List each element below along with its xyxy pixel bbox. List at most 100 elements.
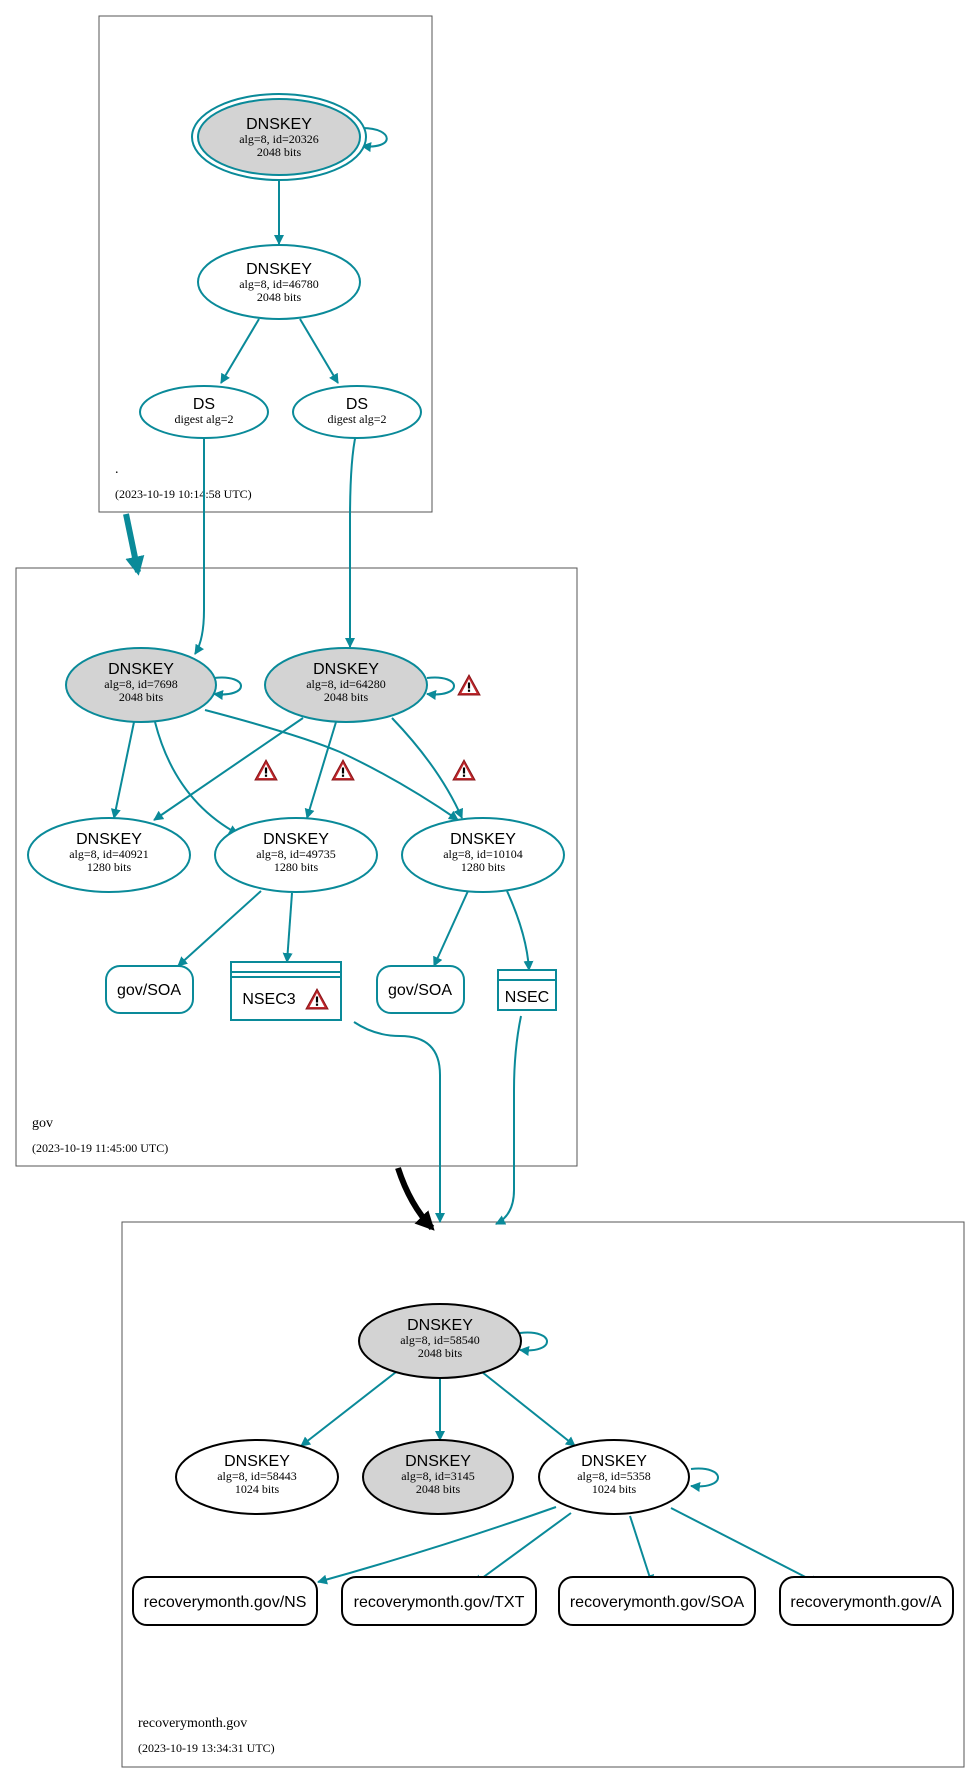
svg-text:alg=8, id=5358: alg=8, id=5358 — [577, 1469, 651, 1483]
node-root-ds-1[interactable]: DS digest alg=2 — [139, 385, 269, 439]
edge-root-ksk-self — [361, 127, 388, 153]
edge-ds1-gov-ksk1 — [194, 434, 205, 655]
svg-text:DNSKEY: DNSKEY — [313, 661, 379, 678]
svg-text:alg=8, id=49735: alg=8, id=49735 — [256, 847, 336, 861]
node-root-dnskey-20326[interactable]: DNSKEY alg=8, id=20326 2048 bits — [191, 93, 367, 181]
edge-nsec-recoverymonth — [495, 1015, 522, 1225]
warning-icon — [331, 759, 355, 781]
svg-text:alg=8, id=40921: alg=8, id=40921 — [69, 847, 149, 861]
svg-text:DNSKEY: DNSKEY — [246, 261, 312, 278]
svg-text:DNSKEY: DNSKEY — [450, 831, 516, 848]
edge-rm-k3-ns — [317, 1506, 557, 1585]
edge-ksk2-zsk2 — [304, 721, 337, 819]
edge-rm-ksk-k3 — [481, 1371, 576, 1447]
zone-root-time: (2023-10-19 10:14:58 UTC) — [115, 487, 252, 501]
warning-icon — [254, 759, 278, 781]
delegation-arrow-gov-recoverymonth — [395, 1167, 435, 1231]
node-rm-dnskey-58443[interactable]: DNSKEY alg=8, id=58443 1024 bits — [175, 1439, 339, 1515]
svg-text:alg=8, id=10104: alg=8, id=10104 — [443, 847, 523, 861]
edge-ksk1-zsk3 — [204, 709, 459, 821]
svg-text:2048 bits: 2048 bits — [257, 290, 302, 304]
svg-text:recoverymonth.gov/A: recoverymonth.gov/A — [790, 1594, 942, 1611]
edge-ksk2-zsk3 — [391, 717, 463, 819]
svg-text:DNSKEY: DNSKEY — [581, 1453, 647, 1470]
edge-nsec3-recoverymonth — [353, 1021, 445, 1223]
svg-text:1280 bits: 1280 bits — [87, 860, 132, 874]
svg-text:digest alg=2: digest alg=2 — [327, 412, 386, 426]
node-gov-nsec[interactable]: NSEC — [497, 969, 557, 1011]
svg-text:alg=8, id=64280: alg=8, id=64280 — [306, 677, 386, 691]
zone-gov-box — [15, 567, 578, 1167]
svg-text:DNSKEY: DNSKEY — [108, 661, 174, 678]
edge-rm-k3-txt — [473, 1512, 572, 1585]
edge-gov-ksk2-self — [426, 676, 455, 700]
svg-text:1024 bits: 1024 bits — [592, 1482, 637, 1496]
svg-text:DNSKEY: DNSKEY — [224, 1453, 290, 1470]
node-gov-dnskey-7698[interactable]: DNSKEY alg=8, id=7698 2048 bits — [65, 647, 217, 723]
svg-text:alg=8, id=7698: alg=8, id=7698 — [104, 677, 178, 691]
node-gov-dnskey-49735[interactable]: DNSKEY alg=8, id=49735 1280 bits — [214, 817, 378, 893]
edge-rm-ksk-self — [519, 1331, 548, 1356]
svg-text:recoverymonth.gov/TXT: recoverymonth.gov/TXT — [354, 1594, 525, 1611]
node-gov-nsec3[interactable]: NSEC3 — [230, 961, 342, 1021]
edge-zsk2-nsec3 — [282, 892, 293, 963]
svg-text:alg=8, id=58540: alg=8, id=58540 — [400, 1333, 480, 1347]
svg-text:DNSKEY: DNSKEY — [246, 116, 312, 133]
svg-text:DNSKEY: DNSKEY — [263, 831, 329, 848]
node-root-ds-2[interactable]: DS digest alg=2 — [292, 385, 422, 439]
warning-icon — [452, 759, 476, 781]
svg-text:alg=8, id=58443: alg=8, id=58443 — [217, 1469, 297, 1483]
node-gov-dnskey-64280[interactable]: DNSKEY alg=8, id=64280 2048 bits — [264, 647, 428, 723]
edge-rm-k3-soa — [629, 1515, 654, 1585]
edge-root-zsk-ds1 — [220, 318, 260, 384]
svg-text:alg=8, id=20326: alg=8, id=20326 — [239, 132, 319, 146]
node-gov-soa-1[interactable]: gov/SOA — [105, 965, 194, 1014]
svg-text:2048 bits: 2048 bits — [119, 690, 164, 704]
delegation-arrow-root-gov — [123, 513, 145, 576]
warning-icon — [457, 674, 481, 696]
svg-text:2048 bits: 2048 bits — [418, 1346, 463, 1360]
svg-text:digest alg=2: digest alg=2 — [174, 412, 233, 426]
node-gov-dnskey-10104[interactable]: DNSKEY alg=8, id=10104 1280 bits — [401, 817, 565, 893]
svg-text:DNSKEY: DNSKEY — [407, 1317, 473, 1334]
svg-text:DNSKEY: DNSKEY — [405, 1453, 471, 1470]
node-rm-dnskey-58540[interactable]: DNSKEY alg=8, id=58540 2048 bits — [358, 1303, 522, 1379]
svg-text:alg=8, id=3145: alg=8, id=3145 — [401, 1469, 475, 1483]
node-gov-soa-2[interactable]: gov/SOA — [376, 965, 465, 1014]
edge-zsk3-nsec — [506, 890, 534, 971]
edge-zsk2-soa1 — [177, 890, 262, 967]
zone-gov-time: (2023-10-19 11:45:00 UTC) — [32, 1141, 168, 1155]
node-gov-dnskey-40921[interactable]: DNSKEY alg=8, id=40921 1280 bits — [27, 817, 191, 893]
svg-text:2048 bits: 2048 bits — [324, 690, 369, 704]
node-rm-ns[interactable]: recoverymonth.gov/NS — [132, 1576, 318, 1626]
edge-gov-ksk1-self — [213, 676, 242, 700]
node-root-dnskey-46780[interactable]: DNSKEY alg=8, id=46780 2048 bits — [197, 244, 361, 320]
svg-text:1280 bits: 1280 bits — [274, 860, 319, 874]
svg-text:DS: DS — [346, 396, 368, 413]
svg-text:1024 bits: 1024 bits — [235, 1482, 280, 1496]
edge-ksk1-zsk2 — [154, 721, 239, 835]
edge-ksk1-zsk1 — [110, 721, 135, 819]
svg-text:1280 bits: 1280 bits — [461, 860, 506, 874]
node-rm-dnskey-5358[interactable]: DNSKEY alg=8, id=5358 1024 bits — [538, 1439, 690, 1515]
svg-text:2048 bits: 2048 bits — [416, 1482, 461, 1496]
svg-text:alg=8, id=46780: alg=8, id=46780 — [239, 277, 319, 291]
edge-zsk3-soa2 — [433, 890, 469, 967]
edge-ds2-gov-ksk2 — [345, 433, 357, 648]
svg-text:DNSKEY: DNSKEY — [76, 831, 142, 848]
edge-root-zsk-ds2 — [299, 318, 339, 384]
svg-text:recoverymonth.gov/NS: recoverymonth.gov/NS — [144, 1594, 307, 1611]
zone-recoverymonth-box — [121, 1221, 965, 1768]
node-rm-txt[interactable]: recoverymonth.gov/TXT — [341, 1576, 537, 1626]
svg-text:recoverymonth.gov/SOA: recoverymonth.gov/SOA — [570, 1594, 745, 1611]
zone-root-name: . — [115, 462, 119, 477]
zone-root-box — [98, 15, 433, 513]
zone-recoverymonth-name: recoverymonth.gov — [138, 1716, 247, 1731]
node-rm-a[interactable]: recoverymonth.gov/A — [779, 1576, 954, 1626]
svg-text:NSEC: NSEC — [505, 989, 549, 1006]
node-rm-dnskey-3145[interactable]: DNSKEY alg=8, id=3145 2048 bits — [362, 1439, 514, 1515]
zone-recoverymonth-time: (2023-10-19 13:34:31 UTC) — [138, 1741, 275, 1755]
node-rm-soa[interactable]: recoverymonth.gov/SOA — [558, 1576, 756, 1626]
edge-rm-k3-a — [670, 1507, 820, 1585]
svg-text:gov/SOA: gov/SOA — [117, 982, 181, 999]
